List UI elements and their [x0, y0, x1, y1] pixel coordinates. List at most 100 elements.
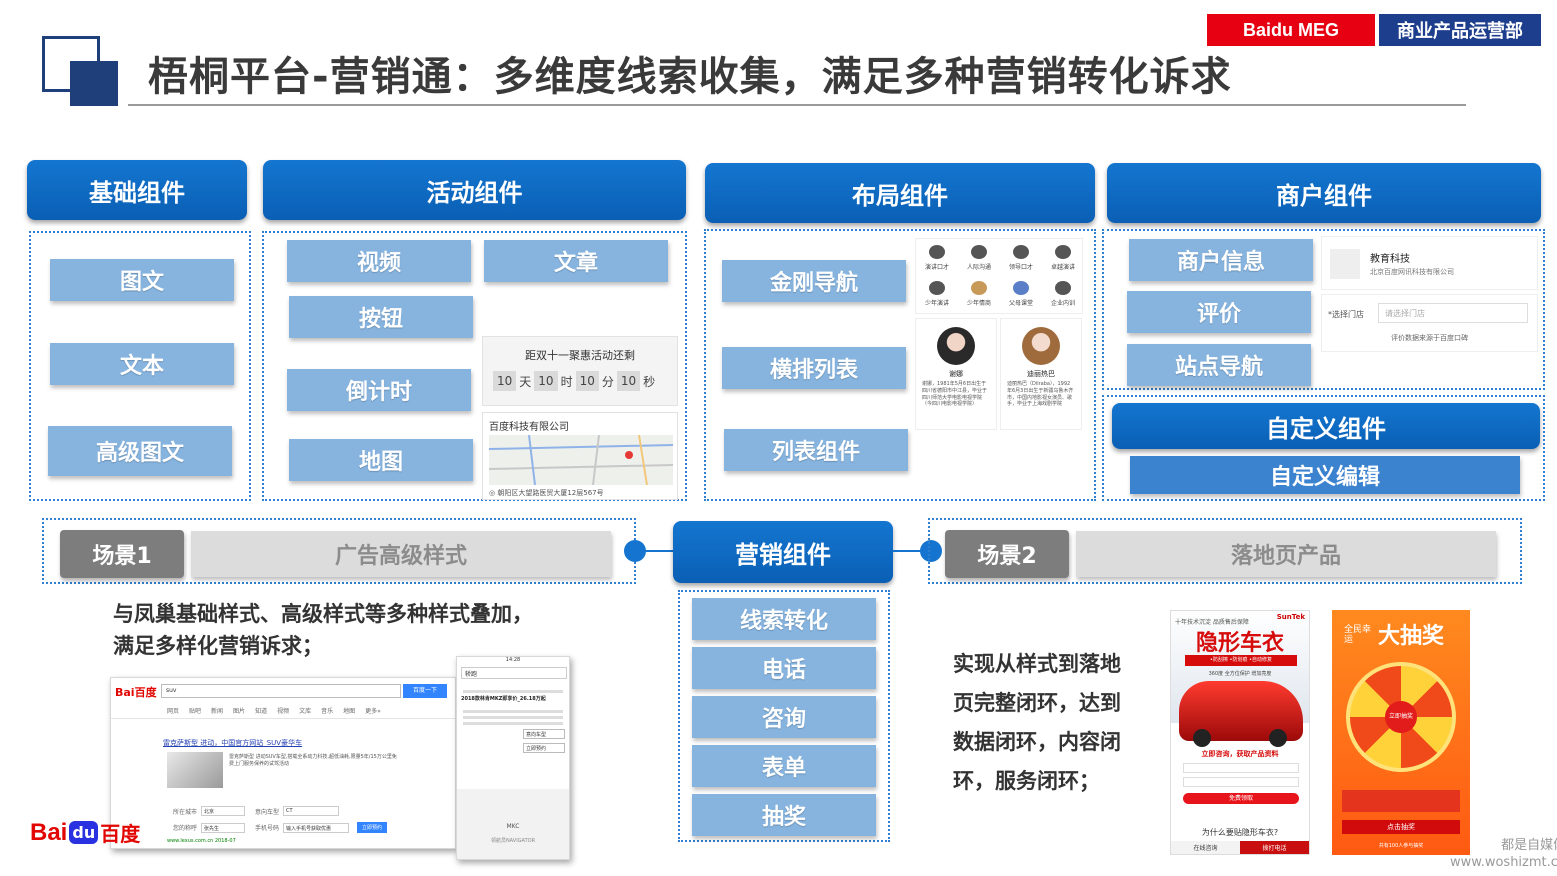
mobile-search-input[interactable]: 轿跑 — [461, 667, 567, 679]
tab-video[interactable]: 视频 — [277, 708, 290, 715]
tab-web[interactable]: 网页 — [167, 708, 180, 715]
rating-store-select[interactable]: 请选择门店 — [1378, 303, 1528, 323]
layout-container — [704, 229, 1096, 501]
poster2-title: 大抽奖 — [1378, 624, 1445, 649]
marketing-item-form: 表单 — [692, 745, 876, 787]
merchant-name: 教育科技 — [1370, 254, 1410, 265]
car-thumbnail — [167, 752, 223, 788]
car-wheel-icon — [1193, 729, 1211, 747]
result-title-link[interactable]: 雷克萨斯型 进动，中国官方网站_SUV豪华车 — [163, 739, 303, 747]
mobile-text-lines — [463, 707, 563, 728]
page-title: 梧桐平台-营销通：多维度线索收集，满足多种营销转化诉求 — [148, 54, 1232, 100]
poster1-question: 为什么要贴隐形车衣? — [1201, 828, 1279, 837]
child-eq-icon — [971, 281, 987, 295]
rating-store-placeholder: 请选择门店 — [1385, 309, 1425, 318]
activity-container — [262, 231, 687, 501]
avatar — [1022, 327, 1060, 365]
tab-music[interactable]: 音乐 — [321, 708, 334, 715]
marketing-container — [678, 590, 890, 842]
model-select[interactable]: CT — [283, 806, 340, 816]
mobile-submit-button[interactable]: 立即预约 — [523, 743, 565, 753]
tab-more[interactable]: 更多» — [365, 708, 381, 715]
grid-item: 卓越演讲 — [1042, 245, 1084, 271]
rating-store-label: *选择门店 — [1328, 310, 1364, 319]
mobile-headline[interactable]: 2018款林肯MKZ即享价_26.18万起 — [461, 696, 546, 702]
merchant-item-rating: 评价 — [1127, 291, 1311, 333]
connector-dot-right — [920, 540, 942, 562]
phone-field[interactable]: 输入手机号获取优惠 — [283, 822, 350, 833]
poster2-draw-button[interactable]: 点击抽奖 — [1342, 820, 1460, 834]
tab-wenku[interactable]: 文库 — [299, 708, 312, 715]
map-canvas — [489, 435, 673, 485]
wheel-center-button[interactable]: 立即抽奖 — [1385, 701, 1417, 733]
activity-item-countdown: 倒计时 — [287, 369, 471, 411]
poster1-input[interactable] — [1183, 777, 1299, 787]
mobile-model-select[interactable]: 意向车型 — [523, 729, 565, 739]
search-button[interactable]: 百度一下 — [403, 684, 447, 698]
layout-item-nav: 金刚导航 — [722, 260, 906, 302]
baidu-footer-logo: Bai du 百度 — [30, 818, 141, 847]
basic-item-image-text: 图文 — [50, 259, 234, 301]
countdown-row: 10 天 10 时 10 分 10 秒 — [493, 371, 655, 391]
countdown-minutes: 10 — [575, 371, 599, 391]
search-tabs: 网页 贴吧 新闻 图片 知道 视频 文库 音乐 地图 更多» — [167, 706, 381, 715]
city-select[interactable]: 北京 — [201, 806, 246, 816]
category-activity: 活动组件 — [263, 160, 686, 220]
search-result-screenshot: Bai百度 suv 百度一下 网页 贴吧 新闻 图片 知道 视频 文库 音乐 地… — [110, 677, 456, 849]
poster1-submit-button[interactable]: 免费领取 — [1183, 793, 1299, 804]
tab-images[interactable]: 图片 — [233, 708, 246, 715]
scene2-tag: 场景2 — [945, 530, 1069, 578]
logo-square-filled — [70, 61, 118, 106]
scene1-label: 广告高级样式 — [191, 531, 611, 577]
brand-badge-department: 商业产品运营部 — [1379, 14, 1541, 46]
watermark: 都是自媒体 www.woshizmt.cn — [1450, 838, 1557, 870]
name-field[interactable]: 张先生 — [201, 822, 246, 833]
activity-item-map: 地图 — [289, 439, 473, 481]
training-icon — [1055, 281, 1071, 295]
poster1-input[interactable] — [1183, 763, 1299, 773]
activity-item-button: 按钮 — [289, 296, 473, 338]
avatar — [937, 327, 975, 365]
grid-item: 领导口才 — [1000, 245, 1042, 271]
countdown-preview: 距双十一聚惠活动还剩 10 天 10 时 10 分 10 秒 — [482, 336, 678, 406]
person-card: 谢娜 谢娜，1981年5月6日出生于四川省德阳市中江县，毕业于四川师范大学电影电… — [915, 318, 997, 430]
car-wheel-icon — [1269, 729, 1287, 747]
category-marketing: 营销组件 — [673, 521, 893, 583]
search-input[interactable]: suv — [161, 684, 401, 698]
basic-container — [29, 231, 251, 501]
brand-badge-baidu-meg: Baidu MEG — [1207, 14, 1375, 46]
merchant-company: 北京百度网讯科技有限公司 — [1370, 268, 1454, 276]
icon-grid-preview: 演讲口才 人际沟通 领导口才 卓越演讲 少年演讲 少年情商 父母课堂 企业内训 — [915, 238, 1083, 314]
poster1-tags: •防刮擦 •防划痕 •自动修复 — [1185, 655, 1297, 666]
form-row-2: 您的称呼 张先生 手机号码 输入手机号获取优惠 立即预约 — [173, 822, 388, 833]
scene2-container — [928, 518, 1522, 584]
grid-item: 父母课堂 — [1000, 281, 1042, 307]
map-preview: 百度科技有限公司 ◎ 朝阳区大望路医贸大厦12层567号 — [482, 412, 678, 500]
poster1-cta: 立即咨询，获取产品资料 — [1201, 750, 1279, 758]
tab-zhidao[interactable]: 知道 — [255, 708, 268, 715]
form-row-1: 所在城市 北京 意向车型 CT — [173, 806, 340, 816]
rating-footer: 评价数据来源于百度口碑 — [1391, 334, 1468, 342]
people-icon — [971, 245, 987, 259]
category-layout: 布局组件 — [705, 163, 1095, 223]
mobile-result-screenshot: 14:28 轿跑 2018款林肯MKZ即享价_26.18万起 意向车型 立即预约… — [456, 656, 570, 860]
tab-map[interactable]: 地图 — [343, 708, 356, 715]
custom-edit-block: 自定义编辑 — [1130, 456, 1520, 494]
basic-item-advanced: 高级图文 — [48, 426, 232, 476]
tab-tieba[interactable]: 贴吧 — [189, 708, 202, 715]
reserve-button[interactable]: 立即预约 — [357, 822, 388, 833]
scene2-label: 落地页产品 — [1076, 531, 1496, 577]
countdown-minutes-unit: 分 — [601, 374, 614, 389]
layout-item-list: 列表组件 — [724, 429, 908, 471]
countdown-seconds: 10 — [616, 371, 641, 391]
poster1-tagline: 十年技术沉淀 品质售后保障 — [1175, 619, 1249, 626]
tab-news[interactable]: 新闻 — [211, 708, 224, 715]
poster1-subtitle: 360度 全方位保护 增加亮度 — [1208, 671, 1272, 677]
poster2-footer: 共有100人参与抽奖 — [1378, 843, 1424, 849]
poster1-online-button[interactable]: 在线咨询 — [1171, 841, 1240, 854]
poster1-call-button[interactable]: 拨打电话 — [1240, 841, 1309, 854]
title-underline — [128, 104, 1466, 106]
marketing-item-phone: 电话 — [692, 647, 876, 689]
map-roads — [489, 435, 673, 485]
countdown-days-unit: 天 — [519, 374, 532, 389]
